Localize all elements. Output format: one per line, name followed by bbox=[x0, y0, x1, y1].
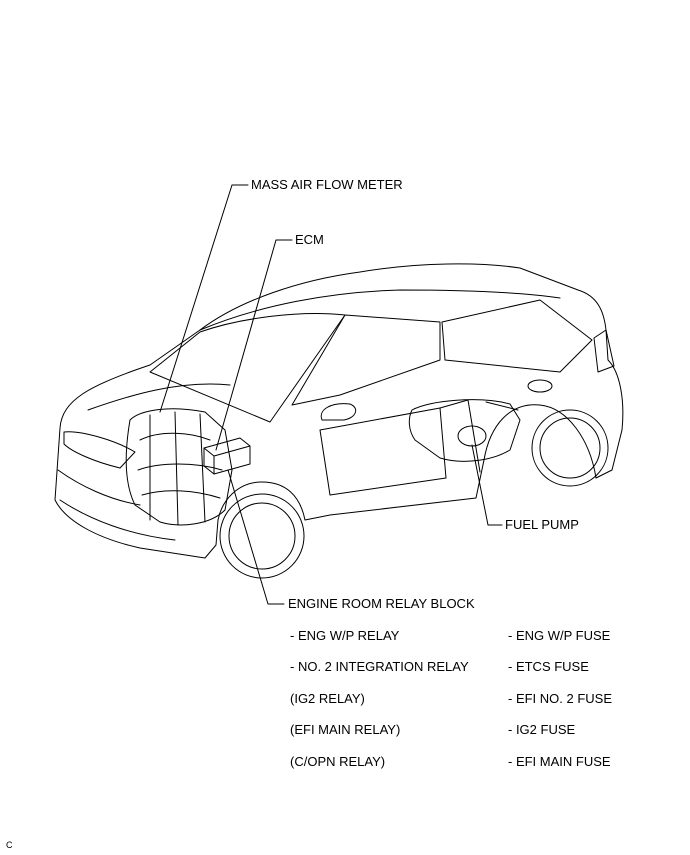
headlight bbox=[63, 431, 136, 469]
relay-block-leader bbox=[227, 469, 285, 605]
relay-item: - NO. 2 INTEGRATION RELAY bbox=[290, 659, 469, 674]
fuel-pump-leader bbox=[471, 444, 503, 526]
rear-wheel bbox=[531, 409, 609, 487]
fuse-item: - IG2 FUSE bbox=[508, 722, 576, 737]
car-body-outline bbox=[54, 263, 624, 559]
engine-room-relay-block-label: ENGINE ROOM RELAY BLOCK bbox=[288, 596, 475, 611]
ecm-leader bbox=[215, 239, 293, 451]
mass-air-flow-meter-leader bbox=[159, 184, 249, 413]
hood-line bbox=[87, 383, 231, 411]
relay-item: (EFI MAIN RELAY) bbox=[290, 722, 401, 737]
fuse-item: - ETCS FUSE bbox=[508, 659, 589, 674]
roof-line bbox=[199, 289, 561, 331]
ecm-unit bbox=[203, 437, 251, 475]
rear-quarter-glass bbox=[593, 329, 615, 373]
ecm-label: ECM bbox=[295, 232, 324, 247]
fuse-item: - EFI NO. 2 FUSE bbox=[508, 691, 613, 706]
fuel-pump-label: FUEL PUMP bbox=[505, 517, 579, 532]
engine-block bbox=[125, 408, 233, 526]
side-mirror bbox=[320, 403, 357, 421]
relay-item: (IG2 RELAY) bbox=[290, 691, 365, 706]
mass-air-flow-meter-label: MASS AIR FLOW METER bbox=[251, 177, 403, 192]
fuse-item: - EFI MAIN FUSE bbox=[508, 754, 611, 769]
front-door bbox=[319, 407, 447, 496]
fuse-item: - ENG W/P FUSE bbox=[508, 628, 611, 643]
relay-item: (C/OPN RELAY) bbox=[290, 754, 386, 769]
windshield bbox=[149, 313, 346, 423]
rear-side-window bbox=[441, 299, 593, 373]
fuel-tank bbox=[408, 399, 521, 462]
front-wheel bbox=[219, 493, 305, 579]
front-grille bbox=[57, 469, 141, 506]
bumper-line bbox=[59, 499, 176, 541]
figure-code: C bbox=[6, 840, 13, 850]
front-side-window bbox=[291, 314, 441, 406]
fuel-pump-unit bbox=[457, 425, 487, 447]
relay-item: - ENG W/P RELAY bbox=[290, 628, 400, 643]
